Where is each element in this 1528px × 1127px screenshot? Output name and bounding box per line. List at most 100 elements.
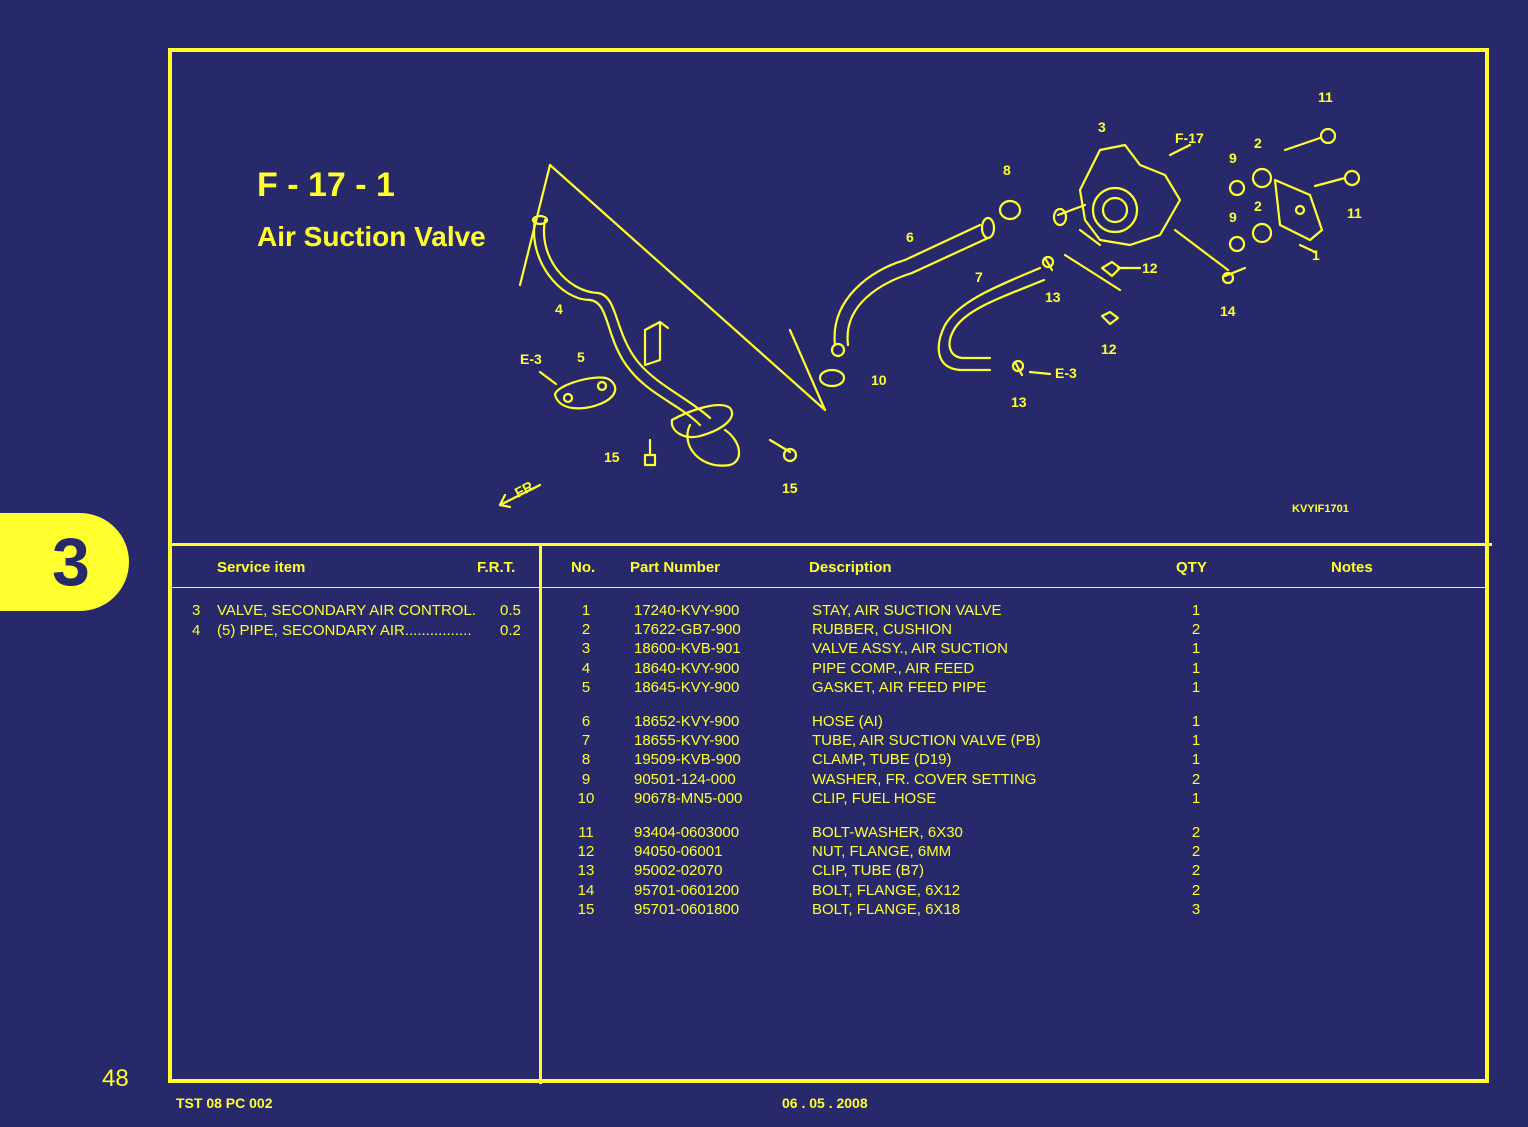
callout-10: 10 xyxy=(871,372,887,388)
part-row-part: 95701-0601800 xyxy=(634,900,740,918)
part-row-part: 18640-KVY-900 xyxy=(634,659,740,677)
part-row-no: 12 xyxy=(577,843,595,861)
part-row-part: 94050-06001 xyxy=(634,843,723,861)
part-row-no: 8 xyxy=(581,751,591,769)
part-row-no: 13 xyxy=(577,862,595,880)
ref-e3-right: E-3 xyxy=(1055,365,1077,381)
service-row-item: (5) PIPE, SECONDARY AIR................ xyxy=(217,622,472,639)
service-row-item: VALVE, SECONDARY AIR CONTROL. xyxy=(217,602,476,619)
part-row-desc: BOLT, FLANGE, 6X18 xyxy=(812,900,961,918)
part-row-qty: 1 xyxy=(1191,602,1201,619)
service-col-frt: F.R.T. xyxy=(477,559,516,576)
part-row-no: 1 xyxy=(581,602,591,619)
callout-2-bottom: 2 xyxy=(1254,198,1262,214)
parts-col-qty: QTY xyxy=(1176,559,1207,576)
parts-col-notes: Notes xyxy=(1331,559,1373,576)
page-title: Air Suction Valve xyxy=(257,221,486,252)
part-row-desc: PIPE COMP., AIR FEED xyxy=(812,659,975,677)
page-number: 48 xyxy=(102,1065,129,1092)
callout-12-top: 12 xyxy=(1142,260,1158,276)
callout-15-left: 15 xyxy=(604,449,620,465)
figure-id: F - 17 - 1 xyxy=(257,166,395,204)
part-row-desc: CLIP, TUBE (B7) xyxy=(812,862,924,880)
callout-5: 5 xyxy=(577,349,585,365)
table-column-divider xyxy=(539,546,542,1084)
part-row-part: 18645-KVY-900 xyxy=(634,678,740,696)
part-row-no: 7 xyxy=(581,732,591,750)
part-row-no: 14 xyxy=(577,881,595,899)
service-row-frt: 0.2 xyxy=(500,622,521,639)
part-row-part: 95002-02070 xyxy=(634,862,723,880)
part-row-no: 5 xyxy=(581,678,591,696)
part-row-part: 19509-KVB-900 xyxy=(634,751,741,769)
part-row-part: 90678-MN5-000 xyxy=(634,789,743,807)
part-row-qty: 1 xyxy=(1191,713,1201,730)
part-row-part: 18655-KVY-900 xyxy=(634,732,740,750)
part-row-part: 18600-KVB-901 xyxy=(634,640,741,658)
part-row-desc: NUT, FLANGE, 6MM xyxy=(812,843,952,861)
doc-date: 06 . 05 . 2008 xyxy=(782,1095,868,1111)
part-row-qty: 2 xyxy=(1191,824,1201,841)
service-row-no: 4 xyxy=(192,622,201,639)
part-row-no: 4 xyxy=(581,659,591,677)
part-row-desc: VALVE ASSY., AIR SUCTION xyxy=(812,640,1008,658)
part-row-qty: 1 xyxy=(1191,789,1201,807)
parts-col-part: Part Number xyxy=(630,559,721,576)
part-row-qty: 3 xyxy=(1191,900,1201,918)
callout-1: 1 xyxy=(1312,247,1320,263)
doc-code: TST 08 PC 002 xyxy=(176,1095,273,1111)
part-row-no: 10 xyxy=(577,789,595,807)
part-row-desc: WASHER, FR. COVER SETTING xyxy=(812,770,1037,788)
callout-6: 6 xyxy=(906,229,914,245)
callout-9-bottom: 9 xyxy=(1229,209,1237,225)
part-row-part: 95701-0601200 xyxy=(634,881,740,899)
service-row-no: 3 xyxy=(192,602,201,619)
part-row-no: 15 xyxy=(577,900,595,918)
part-row-desc: BOLT-WASHER, 6X30 xyxy=(812,824,963,841)
callout-8: 8 xyxy=(1003,162,1011,178)
part-row-part: 18652-KVY-900 xyxy=(634,713,740,730)
callout-7: 7 xyxy=(975,269,983,285)
drawing-code: KVYIF1701 xyxy=(1292,503,1349,515)
part-row-part: 90501-124-000 xyxy=(634,770,736,788)
part-row-no: 2 xyxy=(581,621,591,639)
callout-13-bottom: 13 xyxy=(1011,394,1027,410)
part-row-qty: 1 xyxy=(1191,732,1201,750)
part-row-desc: STAY, AIR SUCTION VALVE xyxy=(812,602,1002,619)
part-row-qty: 1 xyxy=(1191,678,1201,696)
callout-13-top: 13 xyxy=(1045,289,1061,305)
part-row-no: 6 xyxy=(581,713,591,730)
service-header-line xyxy=(172,587,539,588)
callout-11-top: 11 xyxy=(1318,89,1333,105)
table-top-divider xyxy=(168,543,1492,546)
part-row-qty: 1 xyxy=(1191,640,1201,658)
part-row-no: 11 xyxy=(578,824,594,841)
part-row-qty: 2 xyxy=(1191,843,1201,861)
part-row-desc: BOLT, FLANGE, 6X12 xyxy=(812,881,961,899)
part-row-part: 93404-0603000 xyxy=(634,824,740,841)
part-row-qty: 2 xyxy=(1191,881,1201,899)
part-row-desc: GASKET, AIR FEED PIPE xyxy=(812,678,987,696)
part-row-no: 3 xyxy=(581,640,591,658)
callout-15-right: 15 xyxy=(782,480,798,496)
service-col-item: Service item xyxy=(217,559,306,576)
callout-9-top: 9 xyxy=(1229,150,1237,166)
part-row-qty: 1 xyxy=(1191,659,1201,677)
ref-e3-left: E-3 xyxy=(520,351,542,367)
part-row-no: 9 xyxy=(581,770,591,788)
part-row-qty: 2 xyxy=(1191,862,1201,880)
callout-3: 3 xyxy=(1098,119,1106,135)
parts-header-line xyxy=(542,587,1489,588)
part-row-qty: 1 xyxy=(1191,751,1201,769)
part-row-part: 17240-KVY-900 xyxy=(634,602,740,619)
service-row-frt: 0.5 xyxy=(500,602,521,619)
part-row-qty: 2 xyxy=(1191,770,1201,788)
part-row-desc: TUBE, AIR SUCTION VALVE (PB) xyxy=(812,732,1041,750)
part-row-desc: HOSE (AI) xyxy=(812,713,883,730)
section-tab[interactable]: 3 xyxy=(0,513,129,611)
ref-f17: F-17 xyxy=(1175,130,1204,146)
callout-4: 4 xyxy=(555,301,563,317)
parts-col-no: No. xyxy=(571,559,596,576)
part-row-part: 17622-GB7-900 xyxy=(634,621,741,639)
callout-11-right: 11 xyxy=(1347,205,1362,221)
